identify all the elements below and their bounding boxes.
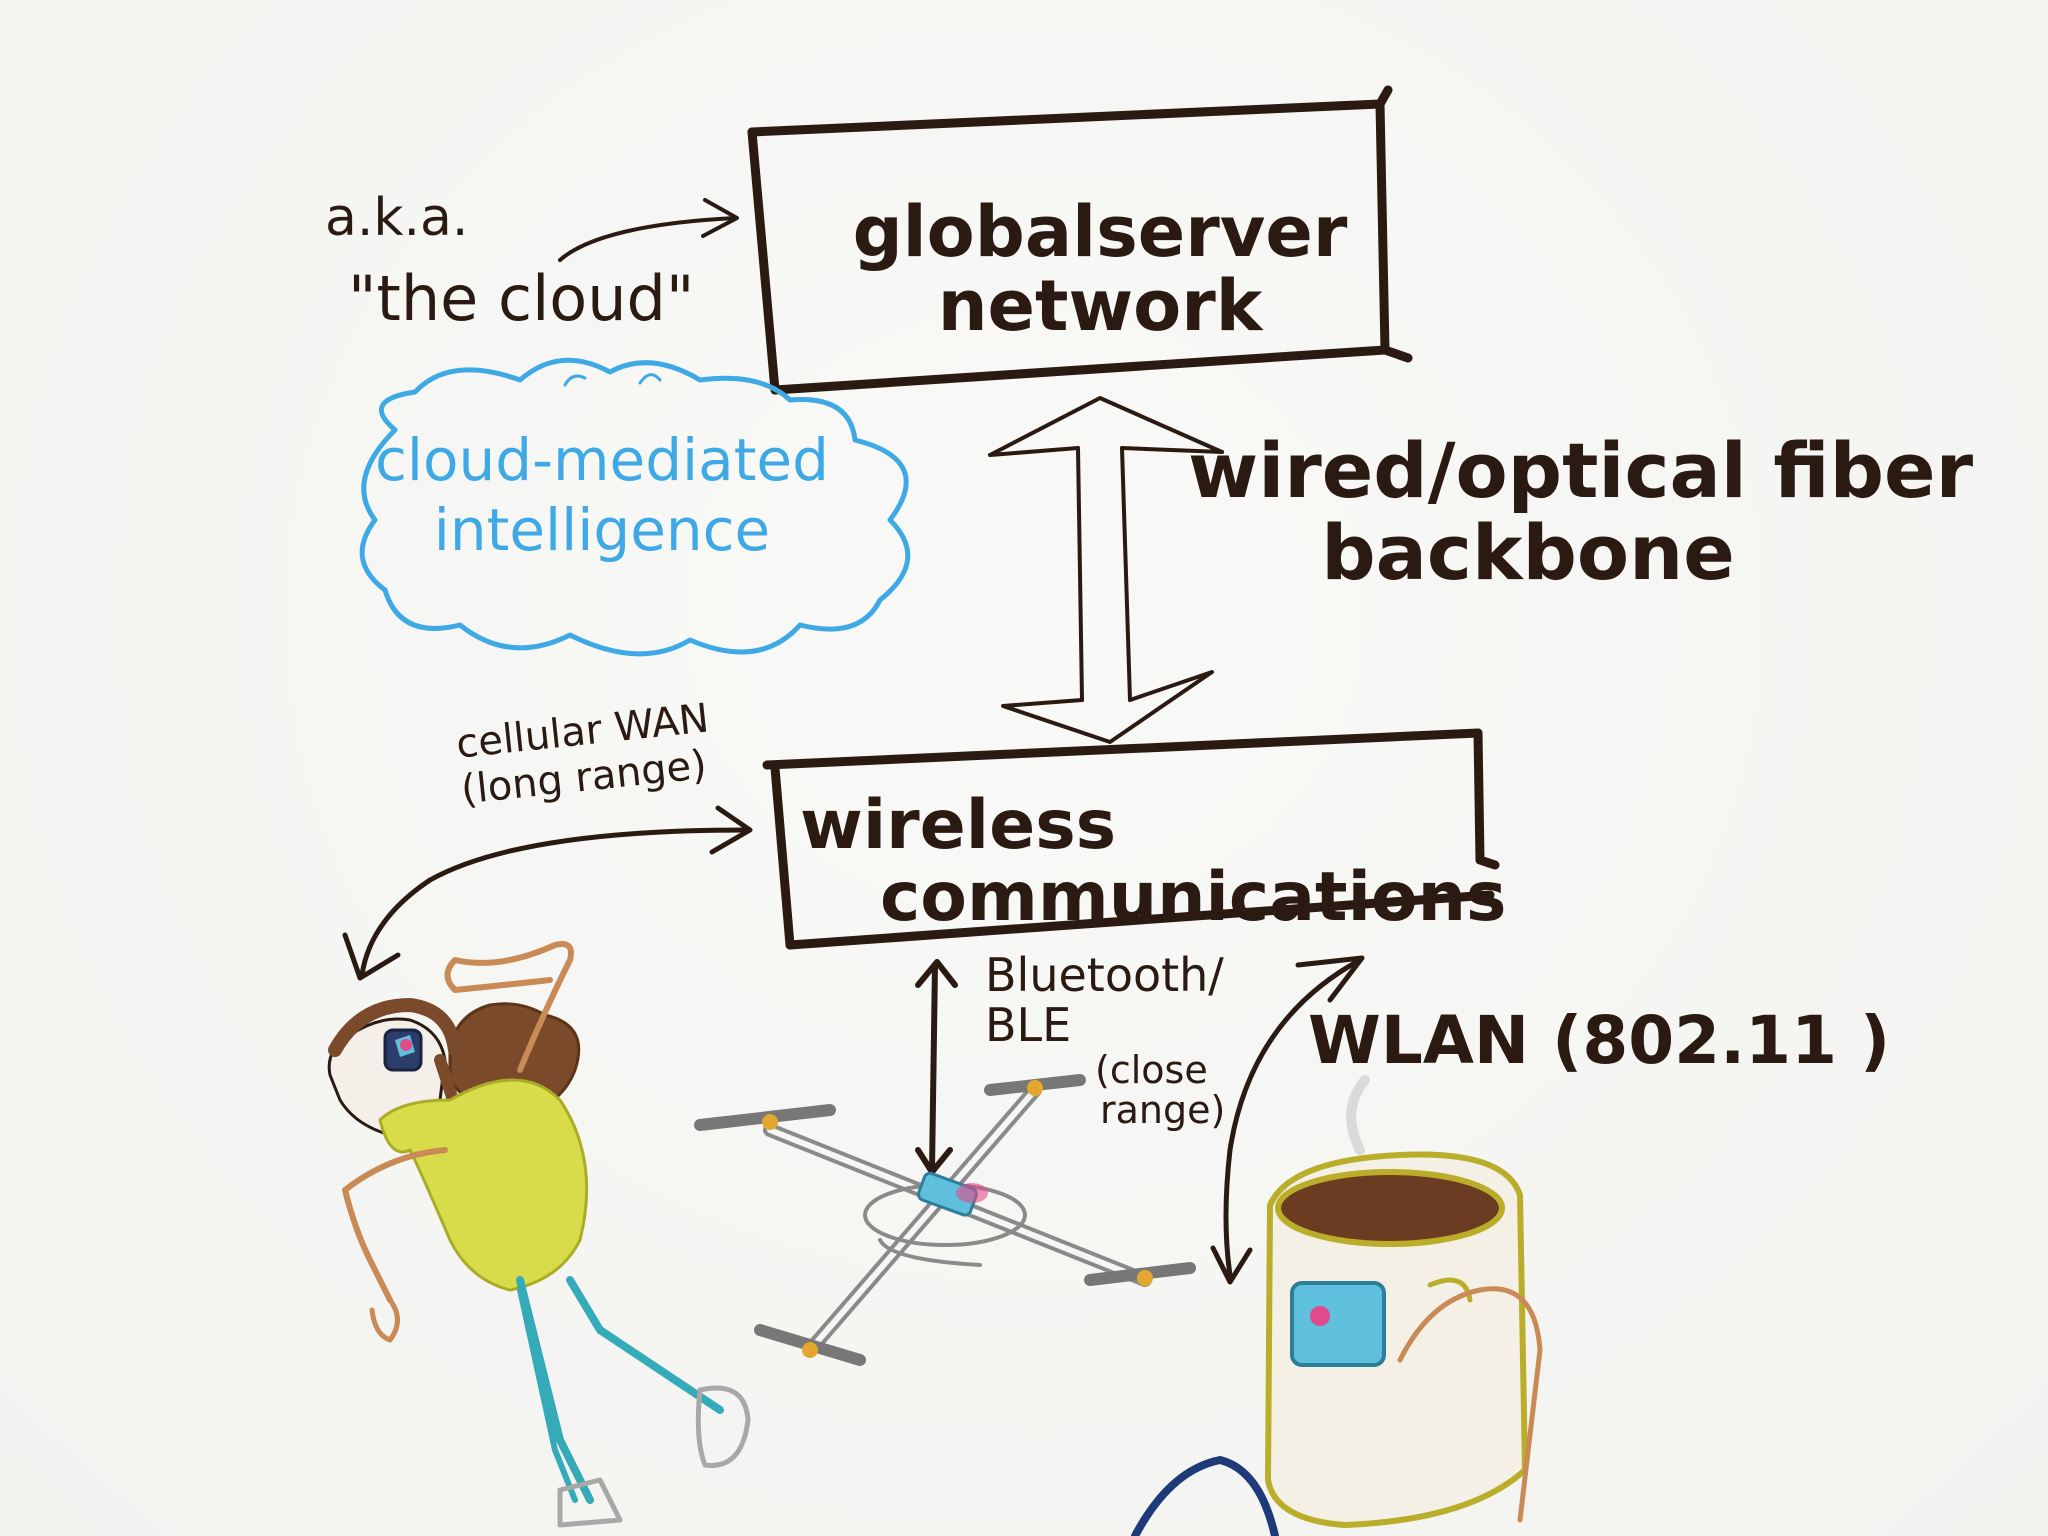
server-line1: globalserver (852, 191, 1348, 273)
bluetooth-arrow (915, 959, 958, 1175)
backbone-line1: wired/optical fiber (1188, 426, 1974, 515)
wireless-box (762, 728, 1500, 950)
aka-label: a.k.a. (325, 188, 469, 248)
wireless-title: wireless communications (800, 790, 1506, 934)
cloud-label: cloud-mediated intelligence (372, 425, 832, 565)
server-box (747, 85, 1413, 395)
bluetooth-line3: (close (1095, 1048, 1208, 1092)
bluetooth-label: Bluetooth/ BLE (close range) (985, 950, 1225, 1130)
cloud-shape (359, 357, 911, 657)
server-title: globalserver network (840, 195, 1360, 343)
wlan-label: WLAN (802.11 ) (1308, 1002, 1891, 1079)
drone-illustration (694, 1074, 1196, 1366)
backbone-label: wired/optical fiber backbone (1188, 430, 1973, 597)
cellular-arrow (342, 805, 753, 981)
backbone-line2: backbone (1321, 508, 1735, 597)
bluetooth-line1: Bluetooth/ (985, 948, 1224, 1002)
wireless-line2: communications (880, 858, 1507, 937)
backbone-double-arrow (988, 396, 1224, 744)
person-illustration (327, 941, 751, 1528)
wlan-arrow (1210, 955, 1365, 1285)
cloud-line2: intelligence (433, 496, 771, 564)
bluetooth-line2: BLE (985, 998, 1072, 1052)
cloud-line1: cloud-mediated (375, 426, 829, 494)
the-cloud-quote: "the cloud" (348, 262, 695, 335)
aka-arrow (558, 198, 739, 262)
server-line2: network (937, 265, 1263, 347)
wireless-line1: wireless (800, 786, 1117, 865)
coffee-mug-illustration (1131, 1075, 1543, 1536)
bluetooth-line4: range) (1100, 1088, 1226, 1132)
